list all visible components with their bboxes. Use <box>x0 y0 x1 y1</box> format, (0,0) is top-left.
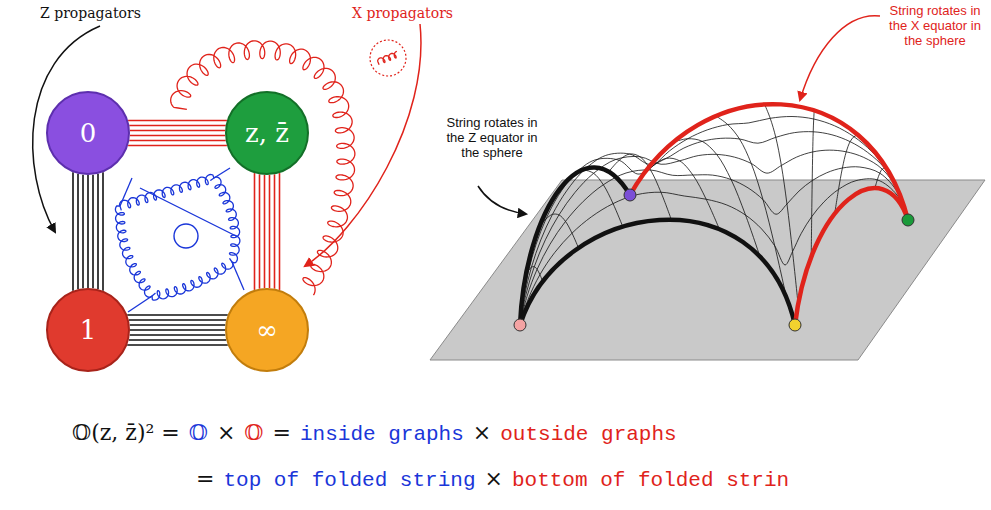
endpoint-dot <box>789 319 801 331</box>
gluon-line <box>214 168 230 178</box>
string-arc <box>630 104 908 220</box>
propagator-line <box>128 120 227 122</box>
formula-term: 𝕆 <box>189 420 208 445</box>
mesh-line <box>520 179 908 325</box>
propagator-line <box>87 175 89 288</box>
string-arc <box>795 188 908 325</box>
leader-arrow <box>800 16 880 100</box>
mesh-line <box>520 116 908 325</box>
propagator-line <box>269 175 271 288</box>
gluon-coil <box>171 41 355 295</box>
formula-term: 𝕆 <box>244 420 263 445</box>
propagator-line <box>254 173 256 290</box>
gluon-loop <box>174 224 198 248</box>
propagator-bundle <box>127 315 228 345</box>
propagator-line <box>129 319 226 321</box>
formula-term: bottom of folded strin <box>512 469 789 492</box>
propagator-line <box>264 175 266 288</box>
dotted-loop <box>370 40 406 76</box>
propagator-line <box>77 174 79 289</box>
vertex-circle: 0 <box>46 91 130 175</box>
formula-line: = top of folded string × bottom of folded s… <box>196 466 789 492</box>
propagator-line <box>130 329 225 331</box>
mesh-line <box>765 104 798 304</box>
endpoint-dot <box>624 189 636 201</box>
endpoint-dot <box>514 319 526 331</box>
ground-plane <box>430 180 985 360</box>
formula-term: outside graphs <box>500 423 676 446</box>
propagator-line <box>129 339 226 341</box>
propagator-line <box>130 135 225 137</box>
callout-text: String rotates in the Z equator in the s… <box>440 116 544 161</box>
mesh-line <box>539 214 578 248</box>
propagator-line <box>127 314 228 316</box>
propagator-line <box>127 344 228 346</box>
mesh-line <box>609 154 672 220</box>
vertex-circle: ∞ <box>225 288 309 372</box>
propagator-label: X propagators <box>352 5 453 21</box>
mesh-line <box>520 150 908 325</box>
propagator-bundle <box>255 173 280 290</box>
propagator-label: Z propagators <box>40 5 141 21</box>
propagator-line <box>97 174 99 289</box>
gluon-coil <box>210 177 240 263</box>
mesh-line <box>520 167 908 325</box>
gluon-line <box>120 178 132 206</box>
folded-string <box>514 104 914 331</box>
formula-term: 𝕆(z, z̄)² = <box>72 420 180 445</box>
gluon-coil <box>115 206 155 297</box>
vertex-circle: 1 <box>46 288 130 372</box>
vertex-label: ∞ <box>256 315 278 345</box>
callout-text: String rotates in the X equator in the s… <box>884 4 986 49</box>
propagator-bundle <box>128 121 227 146</box>
propagator-line <box>129 140 225 142</box>
propagator-line <box>72 172 74 291</box>
mesh-line <box>520 132 908 325</box>
string-arc <box>520 167 630 325</box>
vertex-label: z, z̄ <box>245 118 289 148</box>
string-surface <box>520 104 908 325</box>
propagator-line <box>259 174 261 288</box>
gluon-coil <box>152 258 233 300</box>
propagator-line <box>92 175 94 289</box>
gluon-line <box>140 188 236 236</box>
propagator-line <box>129 125 225 127</box>
vertex-label: 0 <box>80 118 97 148</box>
formula-term: = <box>273 420 291 445</box>
vertex-label: 1 <box>80 315 97 345</box>
mesh-line <box>564 170 622 226</box>
mesh-line <box>811 111 814 257</box>
vertex-circle: z, z̄ <box>225 91 309 175</box>
leader-arrow <box>305 24 421 266</box>
propagator-line <box>274 174 276 288</box>
propagator-line <box>130 130 225 132</box>
formula-term: × <box>217 420 235 445</box>
leader-arrow <box>478 186 526 214</box>
formula-term: × <box>473 420 491 445</box>
propagator-line <box>128 145 227 147</box>
mesh-line <box>716 116 787 298</box>
gluon-coil <box>120 175 214 211</box>
propagator-line <box>102 172 104 291</box>
formula-term: inside graphs <box>300 423 464 446</box>
string-arc <box>520 220 795 325</box>
propagator-line <box>130 324 226 326</box>
formula-line: 𝕆(z, z̄)² = 𝕆 × 𝕆 = inside graphs × outside gra… <box>72 420 677 446</box>
gluon-lines <box>115 41 396 312</box>
propagator-bundle <box>73 172 103 291</box>
propagator-line <box>82 175 84 289</box>
endpoint-dot <box>902 214 914 226</box>
formula-term: top of folded string <box>223 469 475 492</box>
gluon-line <box>232 262 244 290</box>
formula-term: = <box>196 466 214 491</box>
propagator-line <box>130 334 226 336</box>
gluon-line <box>128 296 152 312</box>
mesh-line <box>673 139 760 257</box>
gluon-coil <box>378 51 397 65</box>
formula-term: × <box>484 466 502 491</box>
propagator-line <box>279 173 281 290</box>
